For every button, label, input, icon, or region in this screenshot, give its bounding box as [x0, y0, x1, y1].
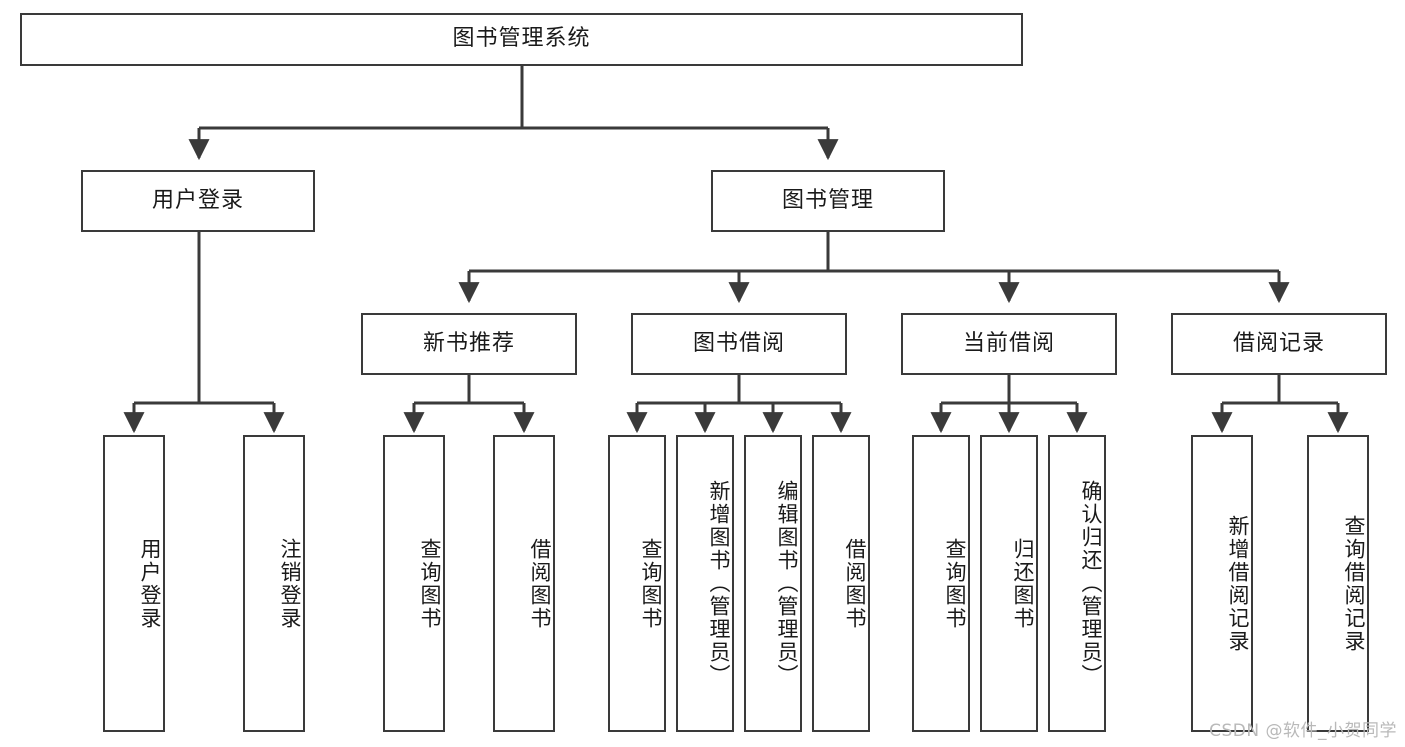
node-user-login-label: 用户登录	[151, 187, 244, 213]
node-current-borrow-label: 当前借阅	[962, 330, 1055, 356]
leaf-borrow-book-2-label: 借阅图书	[843, 537, 867, 630]
leaf-user-login-label: 用户登录	[138, 537, 162, 630]
leaf-confirm-return[interactable]: 确认归还（管理员）	[1048, 435, 1106, 732]
node-borrow-record[interactable]: 借阅记录	[1171, 313, 1387, 375]
leaf-add-book-label: 新增图书（管理员）	[707, 480, 731, 687]
node-new-book-recommend[interactable]: 新书推荐	[361, 313, 577, 375]
leaf-query-record[interactable]: 查询借阅记录	[1307, 435, 1369, 732]
leaf-borrow-book-1[interactable]: 借阅图书	[493, 435, 555, 732]
leaf-query-book-2-label: 查询图书	[639, 537, 663, 630]
csdn-watermark: CSDN @软件_小贺同学	[1209, 721, 1397, 741]
leaf-edit-book-label: 编辑图书（管理员）	[775, 480, 799, 687]
leaf-logout[interactable]: 注销登录	[243, 435, 305, 732]
node-root-label: 图书管理系统	[452, 26, 591, 52]
leaf-return-book[interactable]: 归还图书	[980, 435, 1038, 732]
leaf-query-record-label: 查询借阅记录	[1342, 514, 1366, 653]
leaf-user-login[interactable]: 用户登录	[103, 435, 165, 732]
node-book-borrow[interactable]: 图书借阅	[631, 313, 847, 375]
node-book-management-label: 图书管理	[781, 187, 874, 213]
leaf-confirm-return-label: 确认归还（管理员）	[1079, 480, 1103, 687]
leaf-add-record[interactable]: 新增借阅记录	[1191, 435, 1253, 732]
leaf-return-book-label: 归还图书	[1011, 537, 1035, 630]
node-book-management[interactable]: 图书管理	[711, 170, 945, 232]
leaf-query-book-1[interactable]: 查询图书	[383, 435, 445, 732]
leaf-borrow-book-1-label: 借阅图书	[528, 537, 552, 630]
leaf-logout-label: 注销登录	[278, 537, 302, 630]
leaf-query-book-2[interactable]: 查询图书	[608, 435, 666, 732]
node-borrow-record-label: 借阅记录	[1232, 330, 1325, 356]
node-new-book-recommend-label: 新书推荐	[422, 330, 515, 356]
node-book-borrow-label: 图书借阅	[692, 330, 785, 356]
node-root[interactable]: 图书管理系统	[20, 13, 1023, 66]
leaf-borrow-book-2[interactable]: 借阅图书	[812, 435, 870, 732]
leaf-edit-book[interactable]: 编辑图书（管理员）	[744, 435, 802, 732]
leaf-add-book[interactable]: 新增图书（管理员）	[676, 435, 734, 732]
leaf-query-book-1-label: 查询图书	[418, 537, 442, 630]
leaf-add-record-label: 新增借阅记录	[1226, 514, 1250, 653]
leaf-query-book-3[interactable]: 查询图书	[912, 435, 970, 732]
node-current-borrow[interactable]: 当前借阅	[901, 313, 1117, 375]
leaf-query-book-3-label: 查询图书	[943, 537, 967, 630]
node-user-login[interactable]: 用户登录	[81, 170, 315, 232]
